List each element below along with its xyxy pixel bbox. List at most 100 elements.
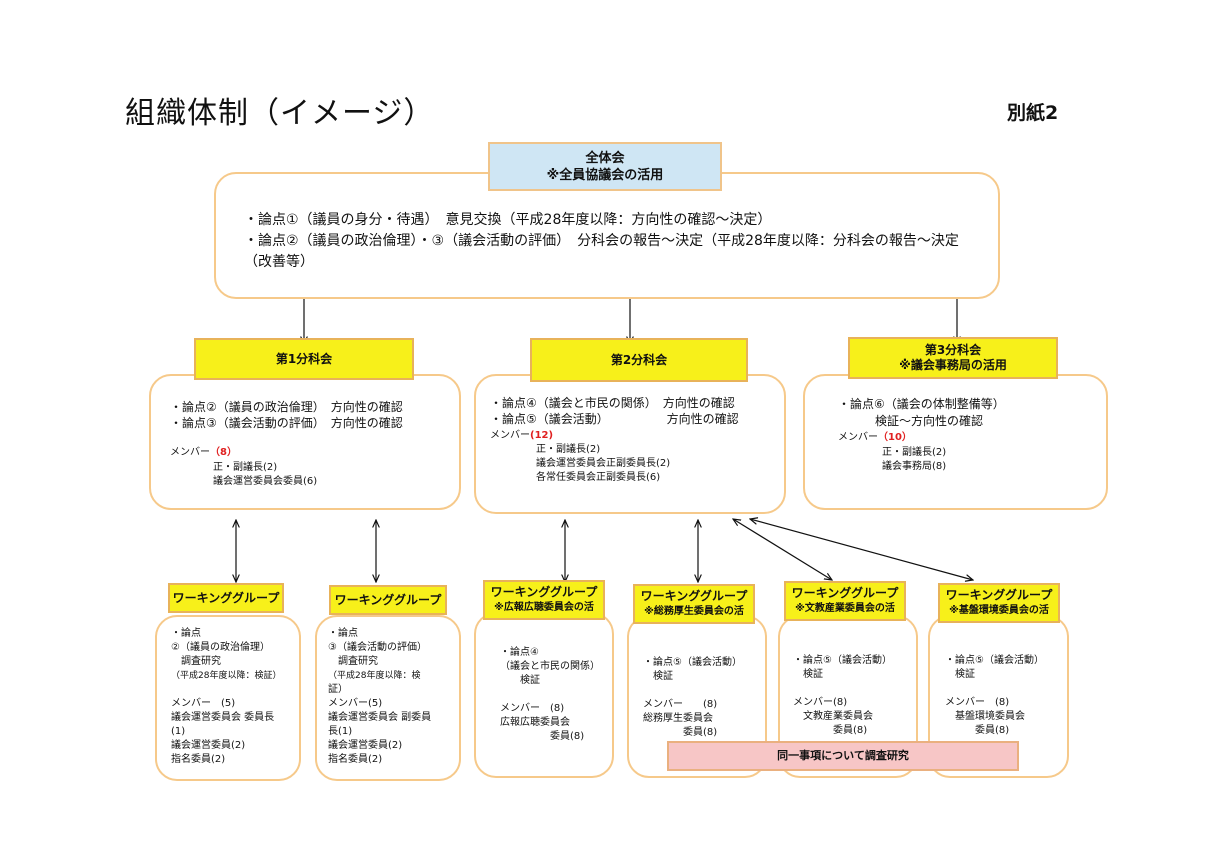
wg4-line-2: 検証 <box>643 671 673 682</box>
sub2-member-3: 各常任委員会正副委員長(6) <box>536 472 661 483</box>
wg6-line-1: ・論点⑤（議会活動） <box>945 655 1044 666</box>
page-title: 組織体制（イメージ） <box>125 96 435 131</box>
sub1-box <box>149 374 461 510</box>
sub1-line-2: ・論点③（議会活動の評価） 方向性の確認 <box>170 416 403 430</box>
wg2-line-2: ③（議会活動の評価） <box>328 642 427 653</box>
wg1-line-6: メンバー (5) <box>171 698 236 709</box>
sub1-member-label: メンバー <box>170 447 210 458</box>
wg5-line-2: 検証 <box>793 669 823 680</box>
sub2-member-2: 議会運営委員会正副委員長(2) <box>536 458 671 469</box>
sub3-members: メンバー（10） <box>838 431 912 445</box>
wg2-line-6: メンバー(5) <box>328 698 383 709</box>
wg1-line-9: 議会運営委員(2) <box>171 740 246 751</box>
wg2-header: ワーキンググループ <box>329 585 447 615</box>
wg2-line-7: 議会運営委員会 副委員 <box>328 712 432 723</box>
sub2-box <box>474 374 786 514</box>
wg2-line-9: 議会運営委員(2) <box>328 740 403 751</box>
wg6-line-5: 基盤環境委員会 <box>945 711 1025 722</box>
sub1-line-1: ・論点②（議員の政治倫理） 方向性の確認 <box>170 400 403 414</box>
wg1-title: ワーキンググループ <box>172 590 280 605</box>
wg4-header: ワーキンググループ ※総務厚生委員会の活 <box>633 584 755 624</box>
sub2-member-count: (12) <box>530 430 554 441</box>
sub1-members: メンバー（8） <box>170 446 237 460</box>
sub2-member-1: 正・副議長(2) <box>536 444 601 455</box>
sub2-line-2: ・論点⑤（議会活動） 方向性の確認 <box>490 412 739 426</box>
wg1-header: ワーキンググループ <box>168 583 284 613</box>
wg1-line-8: (1) <box>171 726 186 737</box>
plenary-header: 全体会 ※全員協議会の活用 <box>488 142 722 191</box>
wg3-title: ワーキンググループ <box>490 585 598 599</box>
wg5-title: ワーキンググループ <box>791 586 899 600</box>
wg2-line-3: 調査研究 <box>328 656 378 667</box>
wg5-line-6: 委員(8) <box>793 725 868 736</box>
sub3-member-count: （10） <box>878 432 912 443</box>
wg3-line-2: （議会と市民の関係） <box>500 661 600 672</box>
wg3-line-7: 委員(8) <box>500 731 585 742</box>
wg2-box <box>315 615 461 781</box>
wg3-subtitle: ※広報広聴委員会の活 <box>494 602 594 613</box>
sub1-member-count: （8） <box>210 447 237 458</box>
wg4-line-6: 委員(8) <box>643 727 718 738</box>
plenary-box <box>214 172 1000 299</box>
sub3-subtitle: ※議会事務局の活用 <box>899 358 1007 372</box>
wg5-line-4: メンバー(8) <box>793 697 848 708</box>
plenary-title: 全体会 <box>585 150 625 166</box>
wg6-line-4: メンバー (8) <box>945 697 1010 708</box>
sub2-members: メンバー(12) <box>490 429 553 443</box>
wg2-line-5: 証） <box>328 684 348 695</box>
wg5-header: ワーキンググループ ※文教産業委員会の活 <box>784 581 906 621</box>
sub3-header: 第3分科会 ※議会事務局の活用 <box>848 337 1058 379</box>
wg4-line-5: 総務厚生委員会 <box>643 713 713 724</box>
sub1-header: 第1分科会 <box>194 338 414 380</box>
wg3-line-6: 広報広聴委員会 <box>500 717 570 728</box>
sub1-title: 第1分科会 <box>275 351 333 366</box>
sub2-member-label: メンバー <box>490 430 530 441</box>
wg1-line-2: ②（議員の政治倫理） <box>171 642 270 653</box>
wg1-line-4: （平成28年度以降：検証） <box>171 671 282 681</box>
sub3-box <box>803 374 1108 510</box>
sub3-member-1: 正・副議長(2) <box>882 447 947 458</box>
wg4-title: ワーキンググループ <box>640 589 748 603</box>
wg6-title: ワーキンググループ <box>945 588 1053 602</box>
wg3-header: ワーキンググループ ※広報広聴委員会の活 <box>483 580 605 620</box>
plenary-line-1: ・論点①（議員の身分・待遇） 意見交換（平成28年度以降：方向性の確認～決定） <box>244 212 772 228</box>
wg2-line-4: （平成28年度以降：検 <box>328 671 421 681</box>
wg1-line-7: 議会運営委員会 委員長 <box>171 712 275 723</box>
arrow-sub2-wg6 <box>750 519 973 580</box>
wg1-line-3: 調査研究 <box>171 656 221 667</box>
sub2-title: 第2分科会 <box>610 352 668 367</box>
wg3-line-5: メンバー (8) <box>500 703 565 714</box>
wg6-subtitle: ※基盤環境委員会の活 <box>949 605 1049 616</box>
wg3-line-3: 検証 <box>500 675 540 686</box>
wg4-line-4: メンバー (8) <box>643 699 718 710</box>
sub1-member-1: 正・副議長(2) <box>213 462 278 473</box>
wg2-line-1: ・論点 <box>328 628 358 639</box>
wg2-line-8: 長(1) <box>328 726 353 737</box>
wg2-title: ワーキンググループ <box>334 592 442 607</box>
sub2-header: 第2分科会 <box>530 338 748 382</box>
plenary-line-3: （改善等） <box>244 254 314 270</box>
plenary-line-2: ・論点②（議員の政治倫理）・③（議会活動の評価） 分科会の報告～決定（平成28年… <box>244 233 959 249</box>
sub3-line-2: 検証～方向性の確認 <box>875 414 984 428</box>
sub3-member-label: メンバー <box>838 432 878 443</box>
wg3-box <box>474 612 614 778</box>
sub2-line-1: ・論点④（議会と市民の関係） 方向性の確認 <box>490 396 735 410</box>
joint-research-note: 同一事項について調査研究 <box>667 741 1019 771</box>
wg6-line-2: 検証 <box>945 669 975 680</box>
sub3-line-1: ・論点⑥（議会の体制整備等） <box>838 397 1005 411</box>
wg3-line-1: ・論点④ <box>500 647 539 658</box>
sub3-title: 第3分科会 <box>924 343 982 357</box>
wg6-line-6: 委員(8) <box>945 725 1010 736</box>
wg4-line-1: ・論点⑤（議会活動） <box>643 657 742 668</box>
sub1-member-2: 議会運営委員会委員(6) <box>213 476 318 487</box>
wg1-line-1: ・論点 <box>171 628 201 639</box>
wg6-header: ワーキンググループ ※基盤環境委員会の活 <box>938 583 1060 623</box>
wg1-box <box>155 615 301 781</box>
attachment-label: 別紙2 <box>1007 102 1059 124</box>
plenary-subtitle: ※全員協議会の活用 <box>546 167 664 183</box>
wg5-subtitle: ※文教産業委員会の活 <box>795 603 895 614</box>
sub3-member-2: 議会事務局(8) <box>882 461 947 472</box>
wg4-subtitle: ※総務厚生委員会の活 <box>644 606 744 617</box>
wg2-line-10: 指名委員(2) <box>328 754 383 765</box>
